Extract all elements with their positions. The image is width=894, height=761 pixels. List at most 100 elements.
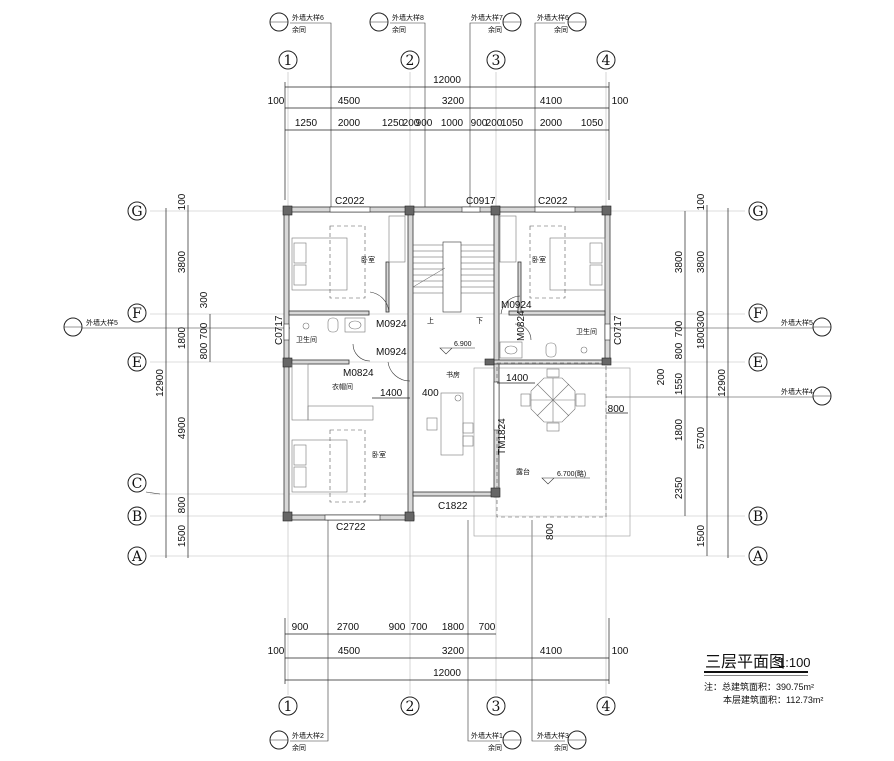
axis-4-bottom: 4: [596, 696, 616, 716]
drawing-label: 2: [406, 53, 415, 69]
callout-right-2: 外墙大样4: [606, 386, 832, 406]
drawing-label: 800: [545, 523, 556, 540]
drawing-label: 100: [268, 96, 285, 107]
drawing-label: 余同: [392, 25, 406, 34]
building-walls: [282, 205, 631, 537]
drawing-label: 800: [608, 404, 625, 415]
drawing-label: 1050: [501, 118, 524, 129]
drawing-label: 4500: [338, 646, 361, 657]
drawing-label: 1800: [674, 418, 685, 441]
drawing-label: 余同: [292, 743, 306, 752]
drawing-label: 1400: [506, 373, 529, 384]
doors: [352, 291, 532, 382]
drawing-label: 1800: [177, 326, 188, 349]
drawing-label: 1400: [380, 388, 403, 399]
callout-top-2: 外墙大样8 余同: [369, 12, 426, 210]
callout-right-1: 外墙大样5: [606, 317, 832, 337]
drawing-label: 12000: [433, 75, 461, 86]
drawing-label: 100: [177, 193, 188, 210]
drawing-label: C2022: [538, 196, 568, 207]
bed-bottom-left: [291, 429, 366, 503]
drawing-label: 余同: [488, 743, 502, 752]
room-bedroom-1: 卧室: [361, 255, 375, 264]
axis-A-left: A: [127, 546, 147, 566]
drawing-label: 1800: [442, 622, 465, 633]
drawing-label: 100: [268, 646, 285, 657]
bed-top-right: [529, 225, 606, 299]
drawing-label: 900: [389, 622, 406, 633]
drawing-label: 上: [427, 316, 434, 325]
drawing-label: 6.700(略): [557, 469, 586, 478]
drawing-label: 300: [696, 310, 707, 327]
drawing-label: 1: [284, 53, 293, 69]
bathroom-fixtures-left: [302, 317, 366, 333]
drawing-label: 800: [674, 342, 685, 359]
drawing-label: B: [132, 509, 142, 525]
axis-E-left: E: [127, 352, 147, 372]
drawing-label: 1050: [581, 118, 604, 129]
left-dimensions: 12900 100 3800 1800 4900 800 1500 300 70…: [155, 193, 211, 558]
drawing-label: 700: [199, 322, 210, 339]
room-terrace: 露台: [516, 467, 530, 476]
drawing-label: 4900: [177, 416, 188, 439]
axis-C-left: C: [127, 473, 147, 493]
terrace-outline: [473, 367, 631, 537]
elevation-marks: 6.900 6.700(略): [439, 341, 590, 485]
drawing-label: 100: [612, 96, 629, 107]
drawing-label: 700: [674, 320, 685, 337]
drawing-label: 4500: [338, 96, 361, 107]
drawing-label: C0917: [466, 196, 496, 207]
drawing-label: 2700: [337, 622, 360, 633]
drawing-label: 余同: [292, 25, 306, 34]
drawing-label: 1250: [295, 118, 318, 129]
drawing-label: F: [132, 306, 142, 322]
room-closet: 衣帽间: [332, 382, 353, 391]
axis-1-bottom: 1: [278, 696, 298, 716]
study-desk: [426, 392, 474, 456]
room-bedroom-3: 卧室: [372, 450, 386, 459]
callout-left: 外墙大样5: [63, 317, 290, 337]
drawing-label: 2000: [338, 118, 361, 129]
drawing-label: 4100: [540, 646, 563, 657]
drawing-label: 3: [492, 699, 501, 715]
drawing-label: C0717: [274, 315, 285, 345]
drawing-label: 200: [656, 368, 667, 385]
drawing-label: 1500: [177, 524, 188, 547]
drawing-label: 外墙大样6: [537, 13, 569, 22]
drawing-label: 外墙大样8: [392, 13, 424, 22]
opening-labels: C2022 C2022 C0917 C0717 C0717 M0924 M092…: [274, 196, 624, 540]
right-dimensions: 3800 100 3800 300 700 1800 800 200 1550 …: [606, 193, 729, 558]
drawing-label: 12900: [155, 369, 166, 397]
drawing-label: 200: [486, 118, 503, 129]
drawing-label: A: [131, 549, 143, 565]
drawing-label: M0924: [501, 300, 532, 311]
drawing-label: E: [132, 355, 142, 371]
axis-E-right: E: [748, 352, 768, 372]
drawing-label: 2000: [540, 118, 563, 129]
drawing-label: 900: [292, 622, 309, 633]
bed-top-left: [291, 225, 366, 299]
drawing-label: 3200: [442, 96, 465, 107]
drawing-label: 外墙大样1: [471, 731, 503, 740]
room-labels: 卧室 卧室 卧室 卫生间 卫生间 衣帽间 书房 露台: [296, 255, 597, 476]
round-dining-table: [520, 368, 586, 432]
drawing-label: 外墙大样5: [781, 318, 813, 327]
drawing-label: 4100: [540, 96, 563, 107]
drawing-label: TM1824: [497, 418, 508, 455]
drawing-label: 1000: [441, 118, 464, 129]
drawing-label: 2: [406, 699, 415, 715]
drawing-label: E: [753, 355, 763, 371]
drawing-label: A: [752, 549, 764, 565]
drawing-label: 5700: [696, 426, 707, 449]
drawing-label: 900: [471, 118, 488, 129]
drawing-label: 100: [612, 646, 629, 657]
axis-bubbles: 1 2 3 4 1 2 3 4 G F E C B A G F E B A: [127, 50, 768, 716]
drawing-label: 200: [403, 118, 420, 129]
drawing-title: 三层平面图 1:100 注：总建筑面积：390.75m² 本层建筑面积：112.…: [704, 652, 823, 705]
top-dimensions: 12000 100 4500 3200 4100 100 1250 2000 1…: [268, 75, 629, 200]
drawing-label: 外墙大样6: [292, 13, 324, 22]
room-bedroom-2: 卧室: [532, 255, 546, 264]
drawing-label: 1: [284, 699, 293, 715]
